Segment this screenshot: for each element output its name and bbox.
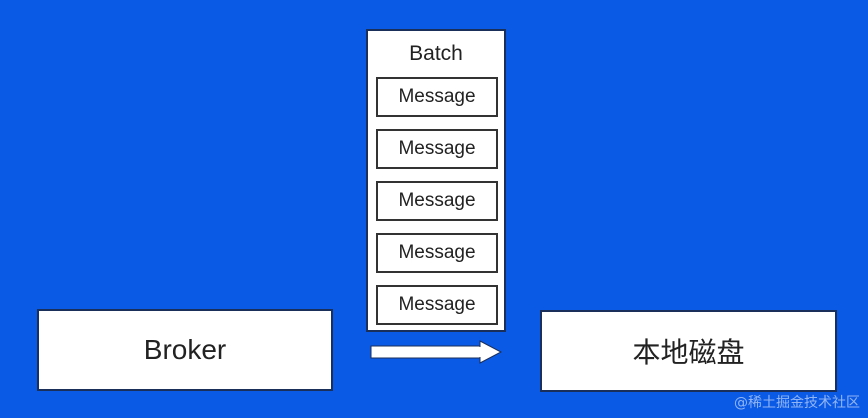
watermark: @稀土掘金技术社区 xyxy=(734,395,860,411)
local-disk-node: 本地磁盘 xyxy=(540,310,837,392)
batch-container: Batch Message Message Message Message Me… xyxy=(366,29,506,332)
message-item: Message xyxy=(376,285,498,325)
message-item: Message xyxy=(376,77,498,117)
message-item: Message xyxy=(376,129,498,169)
batch-title: Batch xyxy=(409,42,463,65)
message-item: Message xyxy=(376,181,498,221)
arrow-right-icon xyxy=(370,340,502,364)
message-item: Message xyxy=(376,233,498,273)
broker-node: Broker xyxy=(37,309,333,391)
